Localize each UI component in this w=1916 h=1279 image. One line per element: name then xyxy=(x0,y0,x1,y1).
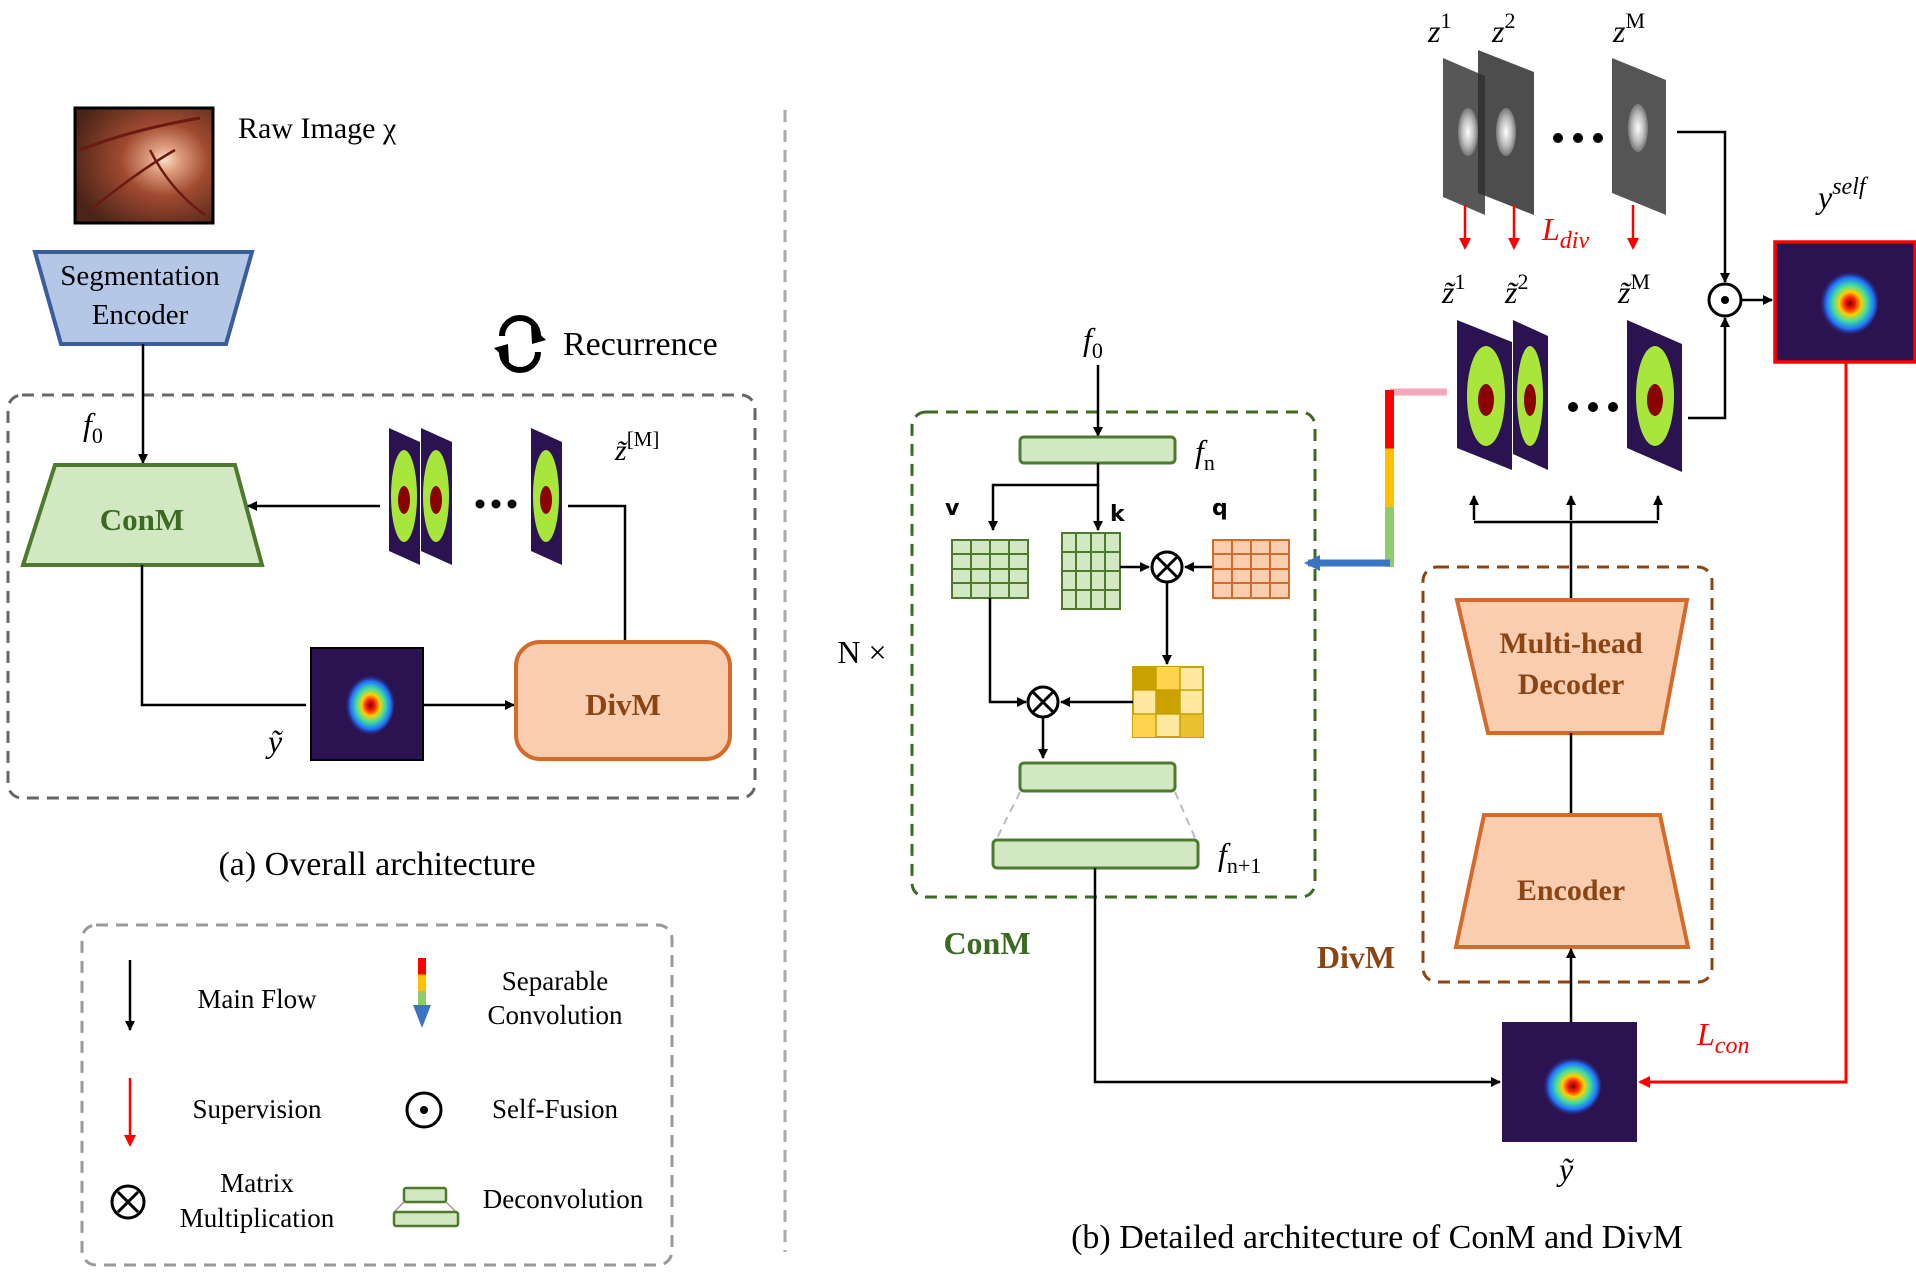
gray-maps xyxy=(1443,50,1666,215)
feature-maps-a xyxy=(389,428,562,565)
deconv-top-bar xyxy=(1018,761,1177,793)
ytilde-label-a: ỹ xyxy=(265,723,283,759)
conm-block-a xyxy=(20,463,265,567)
legend-self-fusion: Self-Fusion xyxy=(492,1094,619,1124)
zt-map-2 xyxy=(1513,320,1548,470)
legend-self-fusion-icon xyxy=(405,1091,443,1129)
matmul-va-icon xyxy=(1026,685,1060,719)
encoder-label-line2: Encoder xyxy=(92,299,189,331)
v-to-matmul-arrow xyxy=(988,598,1027,707)
l-div-label: Ldiv xyxy=(1541,211,1589,254)
recurrence-icon xyxy=(494,315,546,373)
legend-matrix-line2: Multiplication xyxy=(180,1203,335,1233)
conm-label-b: ConM xyxy=(943,925,1030,961)
encoder-label-line1: Segmentation xyxy=(60,260,220,292)
feature-map-1 xyxy=(389,428,420,565)
conm-to-ytilde-line xyxy=(140,565,306,707)
q-label: q xyxy=(1212,496,1228,521)
zt1-label: z̃1 xyxy=(1441,269,1465,310)
z-to-fusion-line xyxy=(1677,130,1730,283)
fn1-to-ytilde-arrow xyxy=(1093,868,1501,1087)
fn-bar xyxy=(1018,435,1177,465)
ztm-label: z̃M xyxy=(1617,269,1650,310)
decoder-line2: Decoder xyxy=(1518,668,1625,701)
l-con-line xyxy=(1638,362,1848,1088)
k-matrix xyxy=(1061,532,1121,610)
z1-label: z1 xyxy=(1427,8,1451,49)
ytilde-heatmap-a xyxy=(310,647,424,761)
v-label: v xyxy=(945,496,960,521)
fn-label: fn xyxy=(1195,433,1215,475)
zt-to-fusion-line xyxy=(1688,317,1730,420)
conm-label-a: ConM xyxy=(100,502,184,537)
self-fusion-op xyxy=(1707,282,1743,318)
gray-map-m xyxy=(1612,58,1666,215)
divm-label-b: DivM xyxy=(1317,939,1395,975)
gray-map-2 xyxy=(1478,50,1534,215)
multihead-decoder-block xyxy=(1454,598,1690,735)
divm-block-a xyxy=(514,640,732,761)
legend-matrix-line1: Matrix xyxy=(220,1168,294,1198)
attention-map xyxy=(1132,666,1204,738)
legend-matrix-icon xyxy=(110,1184,146,1220)
legend-separable-line1: Separable xyxy=(502,966,608,996)
q-matrix xyxy=(1212,539,1290,599)
f0-label-a: f0 xyxy=(83,406,103,448)
feature-map-2 xyxy=(421,428,452,565)
zt-map-1 xyxy=(1457,320,1512,470)
zm-label: zM xyxy=(1612,8,1645,49)
raw-image-label: Raw Image χ xyxy=(238,112,397,145)
legend-deconvolution-icon xyxy=(392,1186,460,1228)
divm-label-a: DivM xyxy=(585,687,661,722)
divm-region-b xyxy=(1421,565,1714,984)
legend-box xyxy=(80,923,674,1267)
separable-conv-bar xyxy=(1385,390,1394,567)
encoder-label-b: Encoder xyxy=(1517,874,1625,907)
legend-deconvolution: Deconvolution xyxy=(483,1184,644,1214)
segmentation-encoder-block xyxy=(32,250,255,346)
ytilde-heatmap-b xyxy=(1502,1022,1637,1142)
feature-map-m xyxy=(531,428,562,565)
caption-b: (b) Detailed architecture of ConM and Di… xyxy=(1071,1219,1683,1256)
caption-a: (a) Overall architecture xyxy=(218,846,535,883)
legend-main-flow: Main Flow xyxy=(197,984,317,1014)
matmul-kq-icon xyxy=(1150,550,1184,584)
recurrence-region xyxy=(6,393,757,800)
yself-label: yself xyxy=(1815,174,1869,215)
fn1-bar xyxy=(991,838,1200,870)
raw-fundus-image xyxy=(73,106,215,225)
decoder-line1: Multi-head xyxy=(1499,627,1643,660)
ytilde-label-b: ỹ xyxy=(1556,1151,1574,1187)
f0-label-b: f0 xyxy=(1083,321,1103,363)
fn-to-v-arrow xyxy=(988,463,1100,531)
zt2-label: z̃2 xyxy=(1504,269,1528,310)
n-times-label: N × xyxy=(837,634,886,670)
recurrence-label: Recurrence xyxy=(563,326,718,363)
zt-maps xyxy=(1457,320,1682,472)
divm-to-maps-line xyxy=(568,504,627,642)
conm-region-b xyxy=(910,410,1317,899)
k-label: k xyxy=(1110,502,1126,527)
l-con-label: Lcon xyxy=(1696,1016,1749,1059)
deconv-guide-left xyxy=(995,791,1021,841)
v-matrix xyxy=(951,539,1029,599)
legend-separable-icon xyxy=(413,958,431,1028)
divm-encoder-block xyxy=(1453,813,1691,949)
fn1-label: fn+1 xyxy=(1218,836,1261,878)
zt-map-m xyxy=(1627,320,1682,472)
yself-heatmap xyxy=(1773,240,1916,364)
z2-label: z2 xyxy=(1491,8,1515,49)
legend-separable-line2: Convolution xyxy=(487,1000,623,1030)
deconv-guide-right xyxy=(1174,791,1197,841)
z-tilde-m-label: z̃[M] xyxy=(614,427,659,467)
gray-map-1 xyxy=(1443,58,1485,215)
legend-supervision: Supervision xyxy=(192,1094,322,1124)
